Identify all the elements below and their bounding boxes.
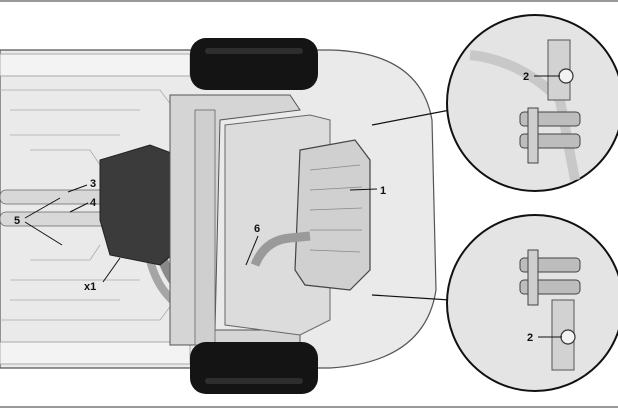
callout-3: 3 [90, 178, 96, 190]
inset-bottom [446, 214, 618, 392]
callout-x1: x1 [84, 281, 96, 293]
tire-front-bottom [190, 342, 318, 394]
panel-ribs [309, 164, 363, 253]
callout-leaders [24, 75, 562, 338]
inset-leader-top [371, 109, 451, 126]
callout-2-bottom: 2 [527, 332, 533, 344]
subframe [169, 94, 301, 346]
callout-2-top: 2 [523, 71, 529, 83]
tire-front-top [190, 38, 318, 90]
tire-tread-bottom [205, 378, 303, 384]
callout-5: 5 [14, 215, 20, 227]
hose [250, 231, 311, 267]
sill-top [0, 53, 191, 77]
callout-6: 6 [254, 223, 260, 235]
tire-tread-top [205, 48, 303, 54]
inset-leader-bottom [371, 294, 451, 301]
panel-part-1 [294, 139, 371, 291]
inset-top [446, 14, 618, 192]
callout-1: 1 [380, 185, 386, 197]
callout-4: 4 [90, 197, 97, 209]
sill-bottom [0, 341, 191, 365]
